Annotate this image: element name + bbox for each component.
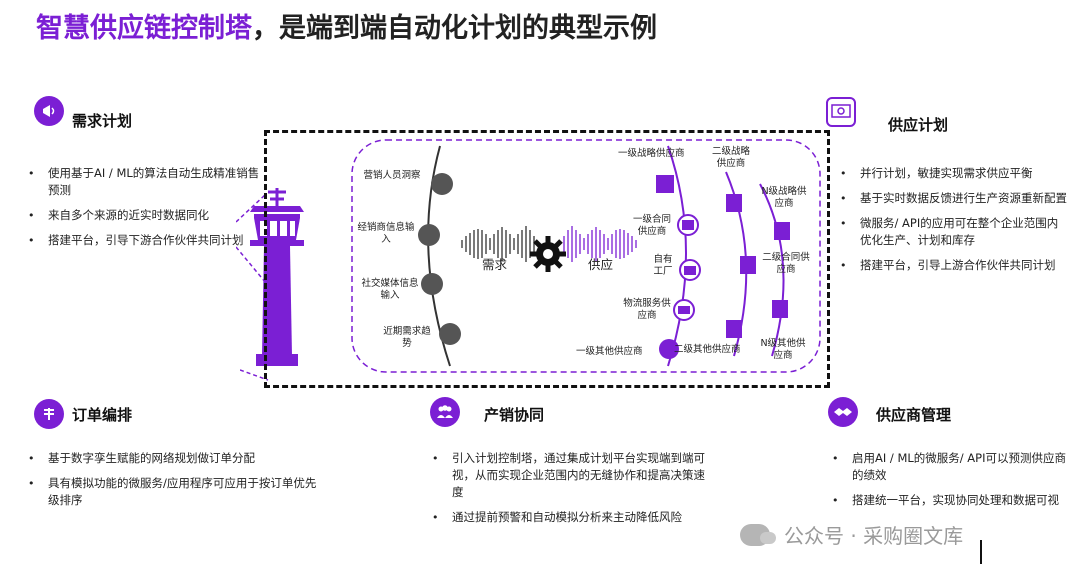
megaphone-icon bbox=[34, 96, 64, 126]
control-tower-frame bbox=[264, 130, 830, 388]
tier1-label: 物流服务供应商 bbox=[623, 298, 671, 321]
title-rest: ，是端到端自动化计划的典型示例 bbox=[252, 13, 657, 44]
tiern-label: N级战略供应商 bbox=[761, 186, 807, 209]
order-icon bbox=[34, 399, 64, 429]
demand-source-label: 营销人员洞察 bbox=[363, 170, 421, 181]
tier1-curve bbox=[667, 145, 687, 367]
order-scheduling-title: 订单编排 bbox=[72, 406, 133, 424]
title-highlight: 智慧供应链控制塔 bbox=[36, 13, 252, 44]
list-item: 引入计划控制塔，通过集成计划平台实现端到端可视，从而实现企业范围内的无缝协作和提… bbox=[428, 450, 710, 501]
supplier-management-title: 供应商管理 bbox=[876, 406, 952, 424]
demand-source-icons bbox=[418, 173, 461, 345]
tiern-curve bbox=[759, 183, 785, 357]
watermark-text: 公众号 · 采购圈文库 bbox=[784, 524, 964, 548]
monitor-gear-icon bbox=[826, 97, 856, 127]
supply-planning-list: 并行计划，敏捷实现需求供应平衡 基于实时数据反馈进行生产资源重新配置 微服务/ … bbox=[836, 165, 1068, 282]
list-item: 基于实时数据反馈进行生产资源重新配置 bbox=[836, 190, 1068, 207]
list-item: 使用基于AI / ML的算法自动生成精准销售预测 bbox=[24, 165, 264, 199]
tier1-label: 一级合同供应商 bbox=[632, 214, 671, 237]
list-item: 基于数字孪生赋能的网络规划做订单分配 bbox=[24, 450, 324, 467]
tiern-supplier-icons bbox=[772, 222, 790, 318]
supply-chain-outline bbox=[351, 139, 821, 373]
demand-source-label: 经销商信息输入 bbox=[357, 222, 415, 245]
demand-source-label: 近期需求趋势 bbox=[383, 326, 431, 349]
tier2-label: 二级其他供应商 bbox=[674, 344, 741, 355]
list-item: 并行计划，敏捷实现需求供应平衡 bbox=[836, 165, 1068, 182]
tower-link-line bbox=[240, 369, 269, 381]
demand-planning-list: 使用基于AI / ML的算法自动生成精准销售预测 来自多个来源的近实时数据同化 … bbox=[24, 165, 264, 257]
tier1-supplier-icons bbox=[656, 175, 701, 359]
list-item: 启用AI / ML的微服务/ API可以预测供应商的绩效 bbox=[828, 450, 1068, 484]
tier1-label: 自有工厂 bbox=[653, 254, 673, 277]
tier1-label: 一级战略供应商 bbox=[618, 148, 685, 159]
watermark: 公众号 · 采购圈文库 bbox=[740, 520, 963, 549]
sop-collaboration-list: 引入计划控制塔，通过集成计划平台实现端到端可视，从而实现企业范围内的无缝协作和提… bbox=[428, 450, 710, 534]
supply-chain-diagram: 营销人员洞察 经销商信息输入 社交媒体信息输入 近期需求趋势 需求 供应 一级战… bbox=[264, 130, 830, 388]
supply-label: 供应 bbox=[588, 257, 614, 272]
page-title: 智慧供应链控制塔，是端到端自动化计划的典型示例 bbox=[36, 6, 657, 45]
tier1-label: 一级其他供应商 bbox=[576, 346, 643, 357]
tier2-label: 二级战略供应商 bbox=[711, 146, 750, 169]
demand-planning-title: 需求计划 bbox=[72, 112, 133, 130]
tiern-label: N级其他供应商 bbox=[760, 338, 806, 361]
list-item: 具有模拟功能的微服务/应用程序可应用于按订单优先级排序 bbox=[24, 475, 324, 509]
order-scheduling-list: 基于数字孪生赋能的网络规划做订单分配 具有模拟功能的微服务/应用程序可应用于按订… bbox=[24, 450, 324, 517]
list-item: 搭建平台，引导下游合作伙伴共同计划 bbox=[24, 232, 264, 249]
sop-collaboration-title: 产销协同 bbox=[484, 406, 545, 424]
tier2-label: 二级合同供应商 bbox=[762, 252, 810, 275]
list-item: 来自多个来源的近实时数据同化 bbox=[24, 207, 264, 224]
tower-link-line bbox=[236, 246, 266, 284]
cursor-line bbox=[980, 540, 982, 564]
list-item: 搭建平台，引导上游合作伙伴共同计划 bbox=[836, 257, 1068, 274]
tier2-supplier-icons bbox=[726, 194, 756, 338]
demand-label: 需求 bbox=[482, 257, 508, 272]
diagram-canvas bbox=[351, 139, 821, 373]
team-icon bbox=[430, 397, 460, 427]
list-item: 通过提前预警和自动模拟分析来主动降低风险 bbox=[428, 509, 710, 526]
handshake-icon bbox=[828, 397, 858, 427]
supply-planning-title: 供应计划 bbox=[888, 116, 949, 134]
supply-wave bbox=[563, 226, 637, 262]
list-item: 搭建统一平台，实现协同处理和数据可视 bbox=[828, 492, 1068, 509]
gear-icon bbox=[530, 236, 566, 272]
wechat-icon bbox=[740, 523, 776, 546]
list-item: 微服务/ API的应用可在整个企业范围内优化生产、计划和库存 bbox=[836, 215, 1068, 249]
demand-source-label: 社交媒体信息输入 bbox=[361, 278, 419, 301]
supplier-management-list: 启用AI / ML的微服务/ API可以预测供应商的绩效 搭建统一平台，实现协同… bbox=[828, 450, 1068, 517]
